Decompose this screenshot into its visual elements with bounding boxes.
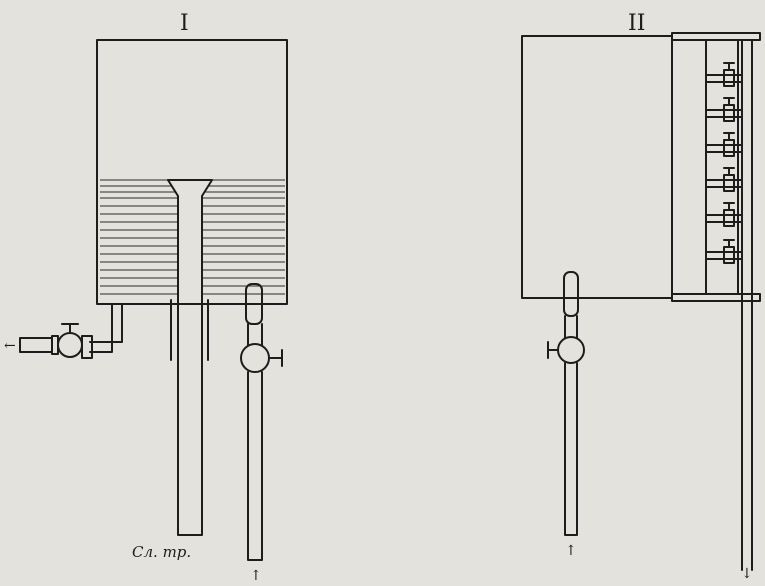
feed-valve	[557, 336, 585, 364]
test-cock-6	[705, 239, 743, 264]
overflow-sleeve	[165, 299, 215, 361]
top-flange	[671, 32, 761, 41]
figure-one: I Сл. тр.	[4, 11, 288, 584]
bottom-flange	[671, 293, 761, 302]
riser-pipe	[741, 39, 753, 571]
outlet-valve-assembly: ←	[4, 303, 123, 359]
figure-one-label: I	[180, 11, 189, 36]
test-cock-5	[705, 202, 743, 227]
overflow-pipe	[167, 179, 213, 536]
inlet-arrow-icon: ↑	[250, 568, 262, 584]
gauge-panel	[705, 39, 739, 295]
tank-two	[521, 35, 673, 299]
outlet-valve	[57, 332, 83, 358]
test-cock-4	[705, 167, 743, 192]
riser-arrow-icon: ↓	[741, 566, 753, 582]
test-cock-2	[705, 97, 743, 122]
inlet-valve	[240, 343, 270, 373]
tank-one	[96, 39, 288, 305]
inlet-pipe-assembly: ↑	[239, 283, 283, 584]
figure-two: II ↓	[521, 11, 761, 582]
drain-pipe-label: Сл. тр.	[132, 543, 191, 561]
figure-two-label: II	[628, 11, 645, 36]
feed-arrow-icon: ↑	[565, 543, 577, 559]
outlet-arrow-icon: ←	[4, 338, 16, 354]
water-fill	[100, 179, 285, 295]
test-cock-1	[705, 62, 743, 87]
feed-pipe-assembly: ↑	[547, 271, 593, 559]
test-cock-3	[705, 132, 743, 157]
